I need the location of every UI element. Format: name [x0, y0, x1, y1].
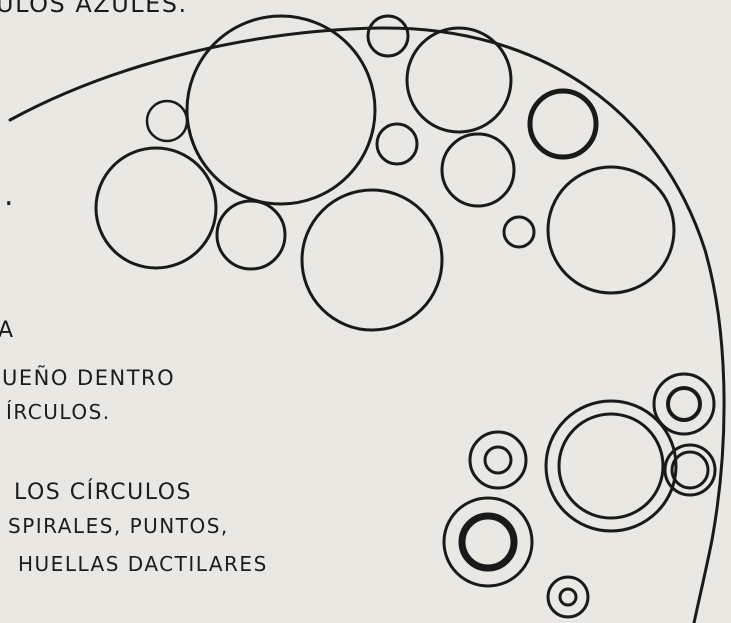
circle-small-top [368, 16, 408, 56]
ring-thick-inner [462, 516, 514, 568]
ring-small-left-outer [470, 432, 526, 488]
circle-large-top [187, 16, 375, 204]
circle-center-right [442, 134, 514, 206]
ring-bottom-outer [548, 577, 588, 617]
circle-small-left [217, 201, 285, 269]
circle-tiny-right [504, 217, 534, 247]
circle-right-large [548, 167, 674, 293]
circle-left-mid [96, 148, 216, 268]
ring-right-small-inner [672, 452, 708, 488]
ring-small-left-inner [485, 447, 511, 473]
ring-bottom-inner [560, 589, 576, 605]
ring-thick-outer [444, 498, 532, 586]
ring-inner-right [668, 388, 700, 420]
circle-tiny-left [147, 101, 187, 141]
ring-big-inner [559, 414, 663, 518]
circle-small-mid [377, 124, 417, 164]
enclosing-arc [10, 28, 724, 623]
circle-center-large [302, 190, 442, 330]
circle-thick-right [530, 91, 596, 157]
circle-top-right [407, 28, 511, 132]
ring-big-outer [546, 401, 676, 531]
